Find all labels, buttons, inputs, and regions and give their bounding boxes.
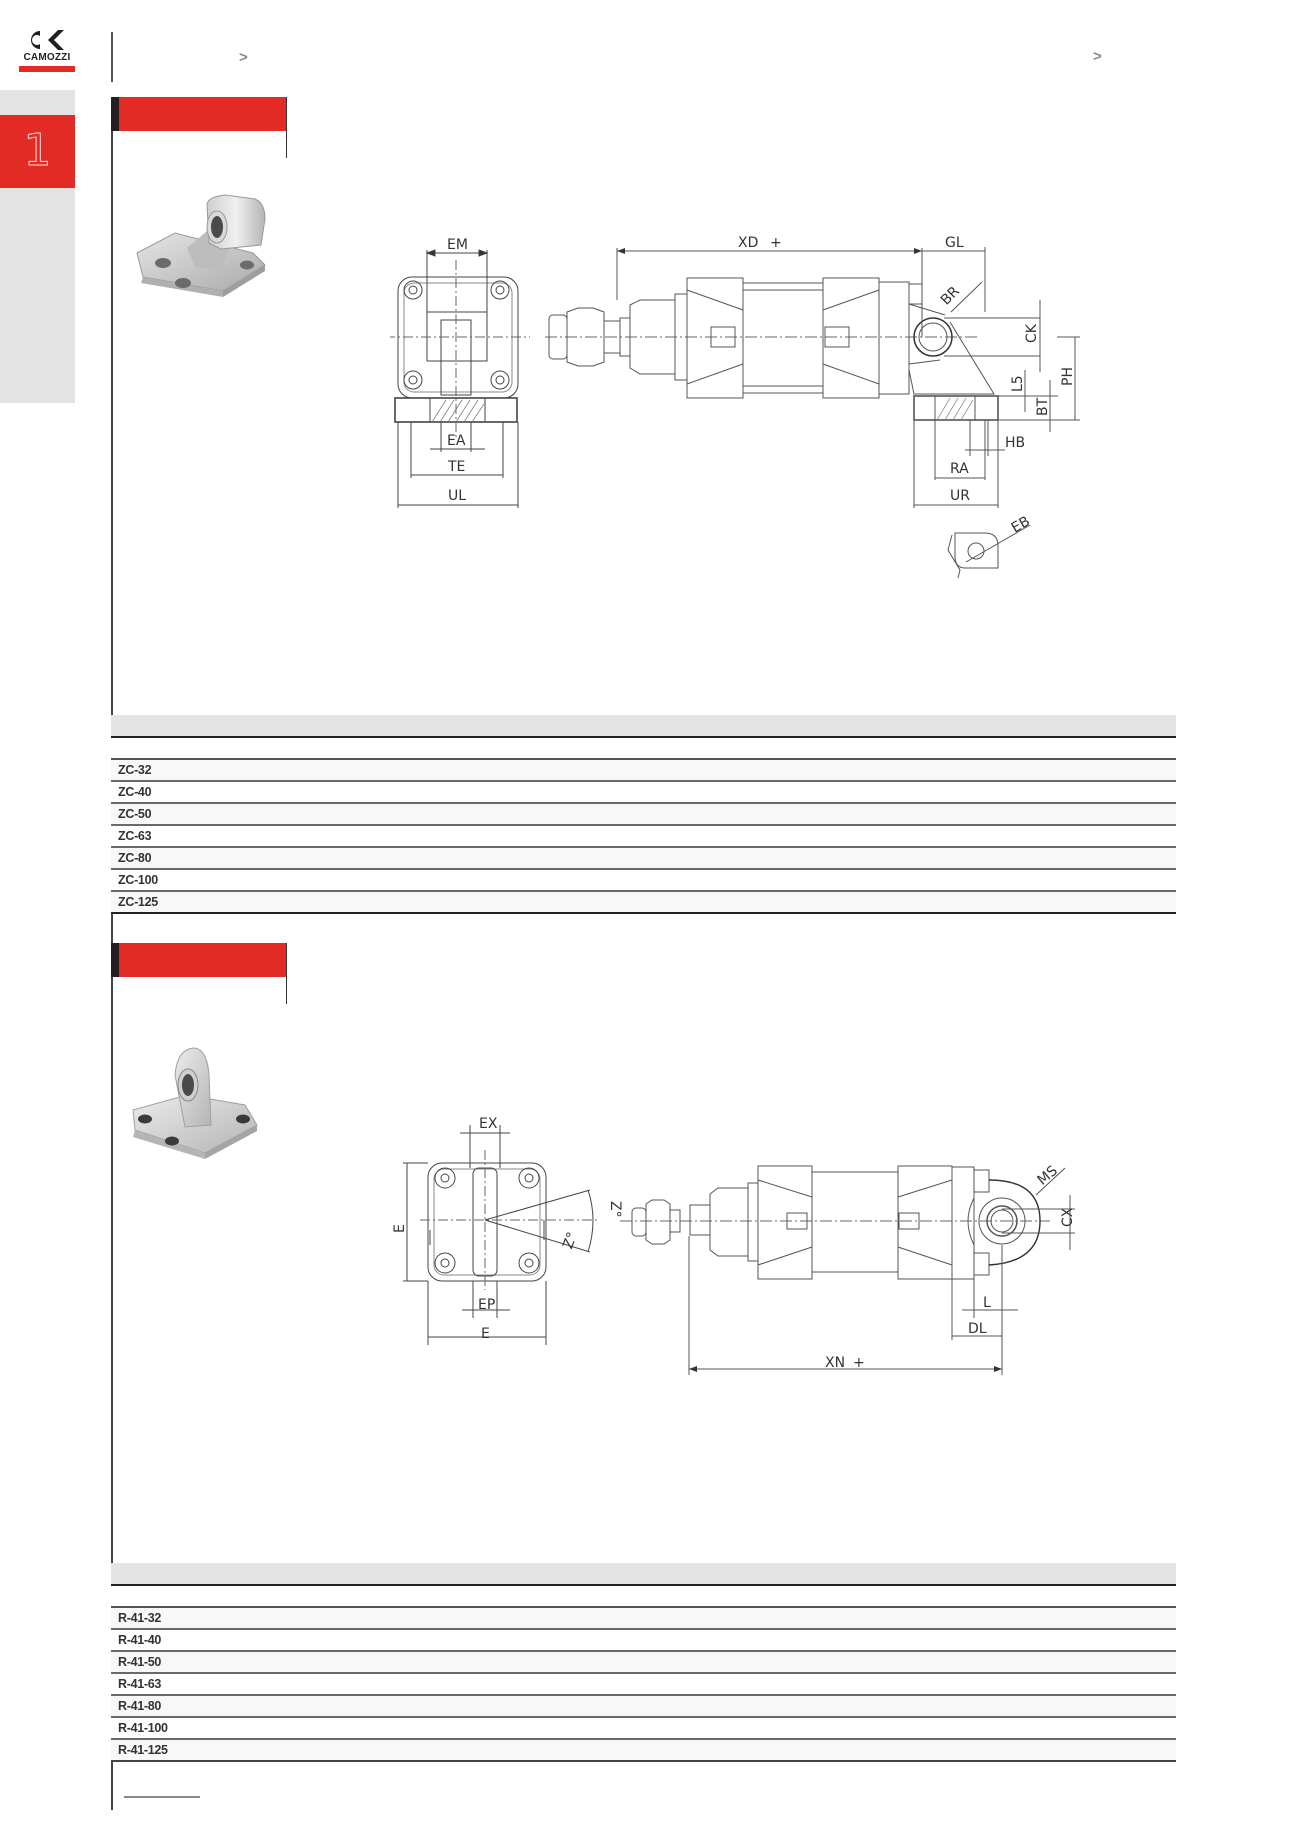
product-image-zc-hinge bbox=[125, 193, 285, 308]
svg-text:RA: RA bbox=[950, 461, 969, 477]
side-view bbox=[620, 1165, 1075, 1375]
model-code: ZC-40 bbox=[118, 785, 152, 799]
breadcrumb-separator-left: > bbox=[239, 49, 248, 66]
model-code: R-41-63 bbox=[118, 1677, 162, 1691]
model-code: R-41-40 bbox=[118, 1633, 162, 1647]
footer-rule bbox=[111, 1762, 113, 1810]
front-view bbox=[385, 249, 530, 508]
svg-text:E: E bbox=[392, 1224, 408, 1233]
svg-text:+: + bbox=[770, 235, 782, 251]
model-code: ZC-125 bbox=[118, 895, 158, 909]
svg-text:HB: HB bbox=[1005, 435, 1025, 451]
svg-text:BT: BT bbox=[1035, 397, 1051, 416]
model-code: R-41-80 bbox=[118, 1699, 162, 1713]
svg-text:CX: CX bbox=[1060, 1207, 1076, 1227]
svg-text:EA: EA bbox=[447, 433, 466, 449]
camozzi-logo-icon bbox=[30, 30, 64, 50]
svg-text:Z°: Z° bbox=[607, 1201, 623, 1218]
svg-text:XD: XD bbox=[738, 235, 758, 251]
breadcrumb-separator-right: > bbox=[1093, 48, 1102, 65]
svg-text:UR: UR bbox=[950, 488, 970, 504]
footer-divider bbox=[124, 1796, 200, 1798]
svg-text:DL: DL bbox=[968, 1321, 987, 1337]
table-row: ZC-32 bbox=[111, 760, 1176, 782]
table-row: ZC-40 bbox=[111, 782, 1176, 804]
hinge-bracket-icon bbox=[136, 194, 266, 297]
table-subheader bbox=[111, 1586, 1176, 1608]
table-row: ZC-125 bbox=[111, 892, 1176, 914]
table-header bbox=[111, 715, 1176, 738]
model-code: R-41-32 bbox=[118, 1611, 162, 1625]
section-1-header-bar bbox=[111, 97, 287, 131]
svg-text:EP: EP bbox=[478, 1297, 495, 1313]
svg-text:GL: GL bbox=[945, 235, 964, 251]
svg-text:E: E bbox=[481, 1326, 490, 1342]
chapter-number: 1 bbox=[23, 125, 52, 177]
table-row: R-41-50 bbox=[111, 1652, 1176, 1674]
table-row: ZC-80 bbox=[111, 848, 1176, 870]
front-view bbox=[403, 1125, 600, 1345]
model-code: ZC-63 bbox=[118, 829, 152, 843]
model-code: R-41-125 bbox=[118, 1743, 168, 1757]
svg-text:BR: BR bbox=[938, 283, 963, 308]
table-body: ZC-32 ZC-40 ZC-50 ZC-63 ZC-80 ZC-100 ZC-… bbox=[111, 760, 1176, 914]
table-row: ZC-50 bbox=[111, 804, 1176, 826]
clevis-bracket-icon bbox=[132, 1047, 258, 1159]
table-row: R-41-63 bbox=[111, 1674, 1176, 1696]
content-left-rule bbox=[111, 97, 113, 1757]
table-header bbox=[111, 1563, 1176, 1586]
section-2-header-rule bbox=[286, 943, 287, 1004]
table-subheader bbox=[111, 738, 1176, 760]
table-row: ZC-100 bbox=[111, 870, 1176, 892]
svg-text:+: + bbox=[853, 1355, 865, 1371]
chapter-tab-active[interactable]: 1 bbox=[0, 115, 75, 188]
section-1-header-stub bbox=[111, 97, 119, 131]
header-divider bbox=[111, 32, 113, 82]
section-1-header-rule bbox=[286, 97, 287, 158]
table-row: ZC-63 bbox=[111, 826, 1176, 848]
svg-text:L: L bbox=[983, 1295, 991, 1311]
svg-text:CK: CK bbox=[1024, 323, 1040, 343]
svg-text:PH: PH bbox=[1060, 367, 1076, 386]
svg-text:MS: MS bbox=[1034, 1163, 1060, 1189]
table-row: R-41-125 bbox=[111, 1740, 1176, 1762]
svg-text:UL: UL bbox=[448, 488, 466, 504]
model-code: R-41-100 bbox=[118, 1721, 168, 1735]
section-2-header-bar bbox=[111, 943, 287, 977]
brand-bar bbox=[19, 66, 75, 72]
svg-text:TE: TE bbox=[447, 459, 465, 475]
technical-drawing-zc: EM EA TE UL bbox=[385, 225, 1110, 590]
model-code: ZC-32 bbox=[118, 763, 152, 777]
section-2-header-stub bbox=[111, 943, 119, 977]
svg-text:Z°: Z° bbox=[560, 1230, 581, 1251]
technical-drawing-r41: EX E EP E Z° Z° bbox=[385, 1110, 1105, 1390]
table-r41: R-41-32 R-41-40 R-41-50 R-41-63 R-41-80 … bbox=[111, 1563, 1176, 1762]
svg-text:EB: EB bbox=[1009, 513, 1033, 536]
side-view bbox=[545, 247, 1080, 579]
table-row: R-41-100 bbox=[111, 1718, 1176, 1740]
table-row: R-41-40 bbox=[111, 1630, 1176, 1652]
product-image-r41-clevis bbox=[125, 1045, 275, 1170]
table-row: R-41-80 bbox=[111, 1696, 1176, 1718]
camozzi-logo: CAMOZZI bbox=[18, 28, 76, 76]
table-body: R-41-32 R-41-40 R-41-50 R-41-63 R-41-80 … bbox=[111, 1608, 1176, 1762]
model-code: ZC-50 bbox=[118, 807, 152, 821]
model-code: R-41-50 bbox=[118, 1655, 162, 1669]
svg-text:L5: L5 bbox=[1010, 375, 1026, 392]
svg-text:XN: XN bbox=[825, 1355, 845, 1371]
brand-name: CAMOZZI bbox=[23, 52, 71, 63]
table-row: R-41-32 bbox=[111, 1608, 1176, 1630]
svg-text:EX: EX bbox=[479, 1116, 498, 1132]
svg-text:EM: EM bbox=[447, 237, 468, 253]
model-code: ZC-80 bbox=[118, 851, 152, 865]
table-zc: ZC-32 ZC-40 ZC-50 ZC-63 ZC-80 ZC-100 ZC-… bbox=[111, 715, 1176, 914]
model-code: ZC-100 bbox=[118, 873, 158, 887]
